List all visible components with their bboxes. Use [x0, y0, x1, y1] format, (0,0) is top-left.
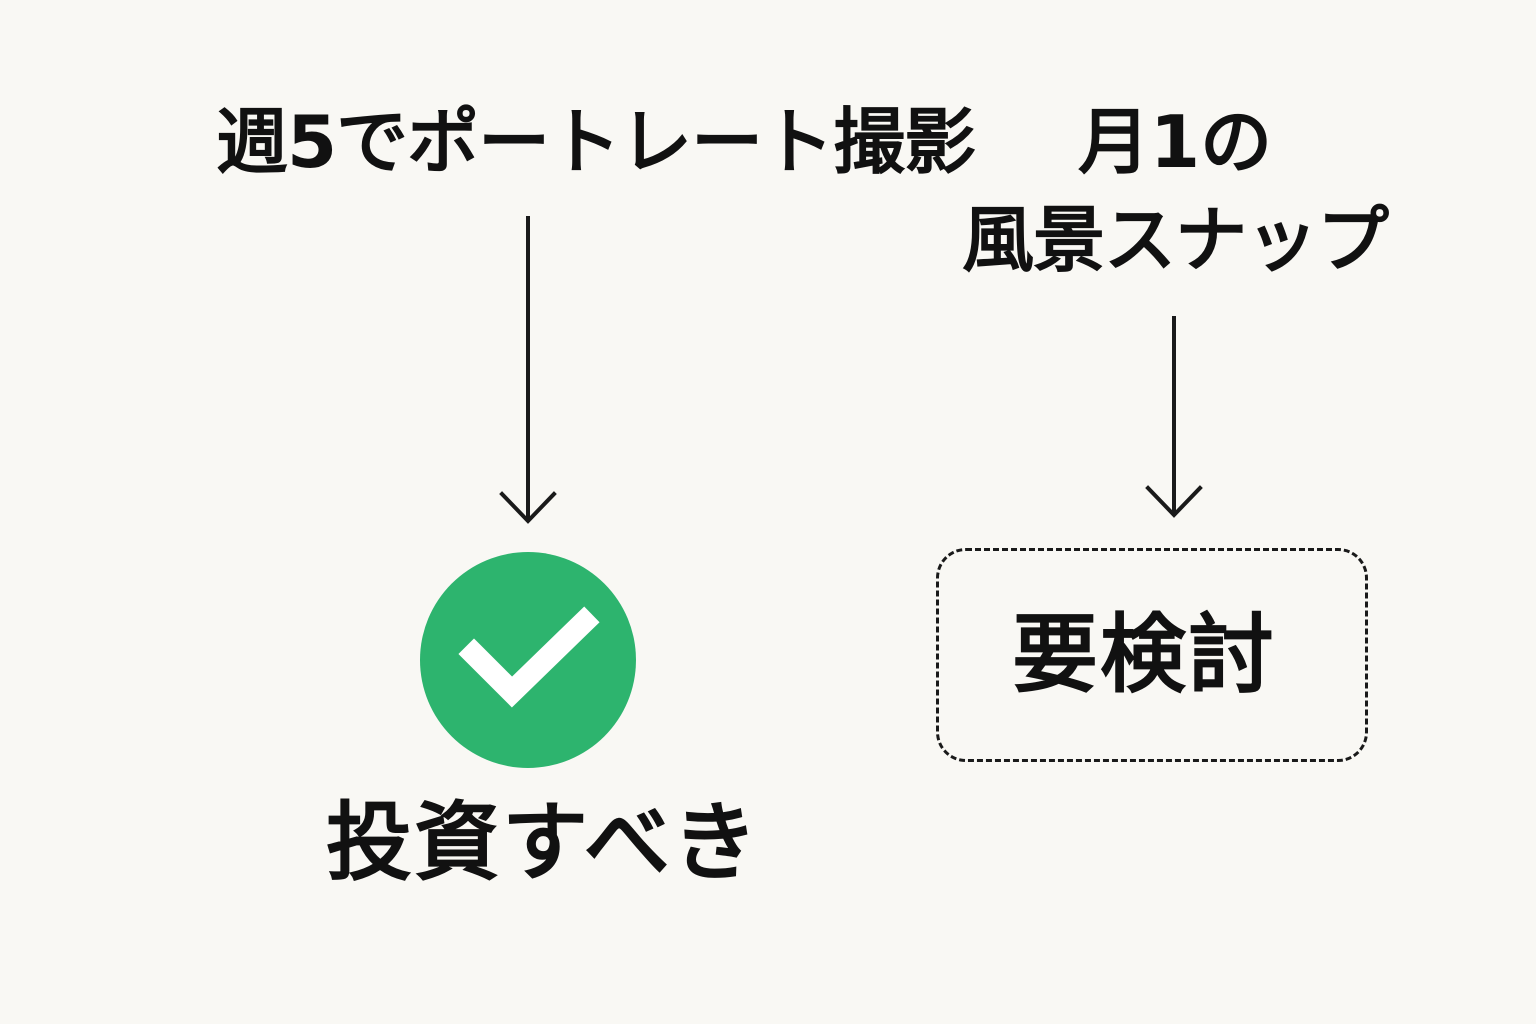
left-result-label: 投資すべき	[326, 793, 760, 893]
right-result-label: 要検討	[1012, 605, 1276, 705]
right-source-label-line1: 月1の	[1078, 100, 1273, 184]
check-mark-icon	[458, 606, 600, 708]
right-source-label-line2: 風景スナップ	[962, 198, 1389, 282]
right-arrow	[1145, 316, 1203, 518]
left-arrow	[499, 216, 557, 524]
check-circle-icon	[420, 552, 636, 768]
check-circle-fill	[420, 552, 636, 768]
left-source-label: 週5でポートレート撮影	[216, 100, 976, 184]
review-dashed-box	[936, 548, 1368, 762]
